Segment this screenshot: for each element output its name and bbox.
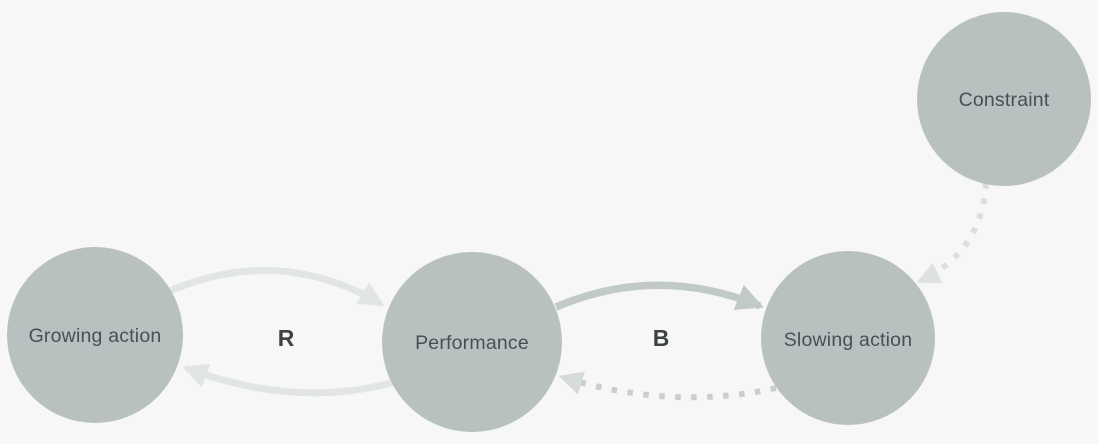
node-performance: Performance (382, 252, 562, 432)
node-performance-label: Performance (415, 332, 529, 354)
reinforcing-loop-label: R (278, 325, 295, 351)
edges-layer (163, 182, 989, 401)
node-slowing-action-circle (761, 251, 935, 425)
nodes-layer: Growing action Performance Slowing actio… (7, 12, 1091, 432)
node-constraint-label: Constraint (959, 89, 1050, 111)
edge-growing-to-performance-arrow (163, 266, 385, 308)
edge-slowing-to-performance-dotted-arrow (558, 371, 777, 401)
node-growing-action-label: Growing action (29, 325, 162, 347)
edge-performance-to-slowing-arrow (554, 281, 764, 311)
node-slowing-action-label: Slowing action (784, 329, 913, 351)
edge-constraint-to-slowing-dotted-arrow (916, 182, 989, 284)
node-constraint-circle (917, 12, 1091, 186)
node-growing-action: Growing action (7, 247, 183, 423)
loop-labels-layer: R B (278, 325, 670, 351)
node-performance-circle (382, 252, 562, 432)
node-slowing-action: Slowing action (761, 251, 935, 425)
balancing-loop-label: B (653, 325, 670, 351)
node-constraint: Constraint (917, 12, 1091, 186)
edge-performance-to-growing-arrow (182, 363, 399, 397)
node-growing-action-circle (7, 247, 183, 423)
